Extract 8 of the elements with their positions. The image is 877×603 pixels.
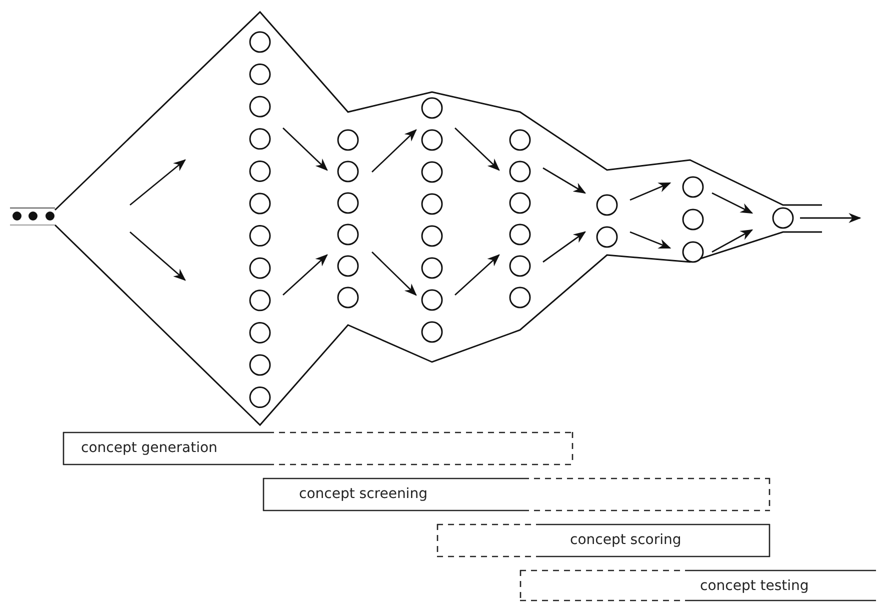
phase-label: concept testing [700, 578, 809, 594]
phase-label: concept scoring [570, 532, 682, 548]
phase-label: concept generation [81, 440, 218, 456]
phase-bar [63, 432, 573, 465]
phase-bar [520, 570, 876, 601]
phase-label: concept screening [299, 486, 428, 502]
phase-bar [263, 478, 770, 511]
phase-bar [437, 524, 770, 557]
